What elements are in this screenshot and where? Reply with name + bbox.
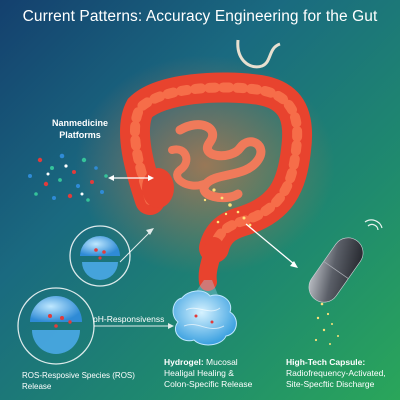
hydrogel-label-rest: Mucosal (203, 357, 238, 367)
capsule-label-bold: High-Tech Capsule: (286, 357, 366, 367)
drug-sparkles (203, 188, 252, 227)
nanomedicine-title: Nanmedicine Platforms (20, 117, 140, 141)
nanoparticle-cloud (28, 153, 108, 202)
colon-capsule-arrow (245, 223, 298, 268)
ph-responsiveness-label: pH-Responsivenss (93, 314, 165, 324)
hydrogel-label-line2: Healigal Healing & (164, 368, 234, 378)
appendix-tail (236, 39, 281, 69)
micelle-sphere-small (69, 225, 131, 287)
nanomedicine-title-line1: Nanmedicine (51, 118, 109, 128)
colon (119, 72, 313, 291)
page-title: Current Patterns: Accuracy Engineering f… (22, 8, 378, 25)
capsule (308, 219, 383, 345)
ros-release-label: ROS-Resposive Species (ROS) Release (22, 370, 152, 392)
connector-lines (94, 228, 174, 329)
capsule-label-line3: Site-Specftic Discharge (286, 379, 375, 389)
hydrogel-label-line3: Colon-Specific Release (164, 379, 253, 389)
nano-colon-arrow (108, 175, 154, 181)
signal-icon (364, 219, 383, 231)
capsule-discharge (314, 302, 339, 345)
small-intestine (168, 120, 266, 203)
hydrogel-label-bold: Hydrogel: (164, 357, 204, 367)
ros-label-line2: Release (22, 382, 52, 391)
micelle-sphere-large (17, 287, 95, 365)
capsule-label: High-Tech Capsule: Radiofrequency-Activa… (286, 357, 396, 390)
ros-label-line1: ROS-Resposive Species (ROS) (22, 371, 135, 380)
nanomedicine-title-line2: Platforms (59, 130, 101, 140)
hydrogel-blob (172, 290, 237, 346)
capsule-label-line2: Radiofrequency-Activated, (286, 368, 386, 378)
hydrogel-label: Hydrogel: Mucosal Healigal Healing & Col… (164, 357, 284, 390)
